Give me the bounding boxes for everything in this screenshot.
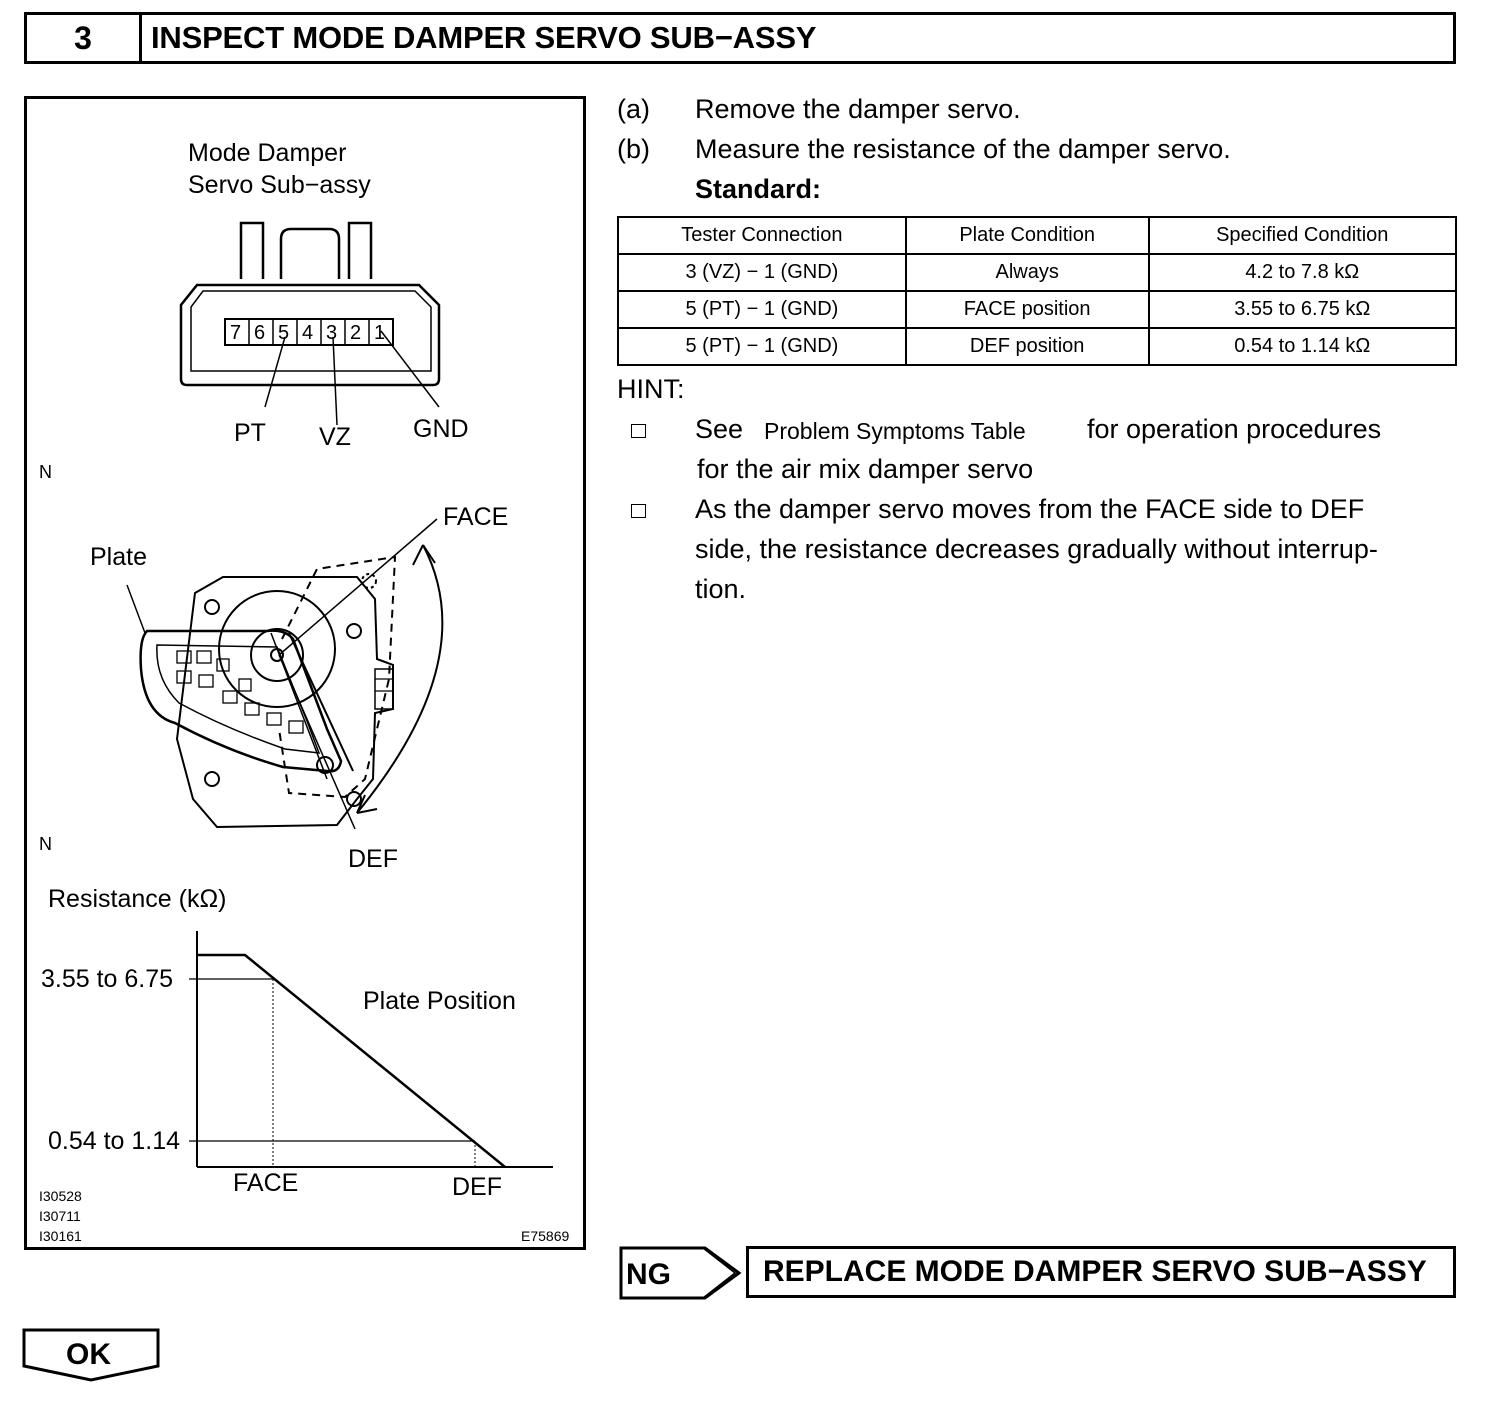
table-cell: 4.2 to 7.8 kΩ	[1147, 253, 1458, 292]
ref-code: I30161	[39, 1228, 82, 1244]
def-label: DEF	[348, 845, 398, 873]
hint-item2-line3: tion.	[695, 574, 747, 604]
graph-x-def: DEF	[452, 1173, 502, 1201]
plate-label: Plate	[90, 543, 147, 571]
table-row: 5 (PT) − 1 (GND) FACE position 3.55 to 6…	[617, 290, 1458, 329]
ng-action-box: REPLACE MODE DAMPER SERVO SUB−ASSY	[746, 1246, 1456, 1298]
pin-label-gnd: GND	[413, 415, 469, 443]
column-header: Tester Connection	[617, 216, 907, 255]
hint-item1-rest: for operation procedures	[1087, 414, 1382, 444]
graph-y-title: Resistance (kΩ)	[48, 885, 227, 913]
column-header: Specified Condition	[1147, 216, 1458, 255]
pin-label-pt: PT	[234, 419, 266, 447]
step-a-text: Remove the damper servo.	[695, 94, 1021, 124]
table-cell: Always	[904, 253, 1150, 292]
hint-item1-see: See	[695, 414, 744, 444]
table-header-row: Tester Connection Plate Condition Specif…	[617, 216, 1458, 255]
pin-label-vz: VZ	[319, 423, 351, 451]
hint-item2-line2: side, the resistance decreases gradually…	[695, 534, 1378, 564]
table-cell: FACE position	[904, 290, 1150, 329]
hint-label: HINT:	[617, 374, 685, 404]
view-marker-2: N	[39, 834, 52, 854]
column-header: Plate Condition	[904, 216, 1150, 255]
bullet-box-icon	[631, 504, 646, 518]
table-cell: 3.55 to 6.75 kΩ	[1147, 290, 1458, 329]
spec-table: Tester Connection Plate Condition Specif…	[617, 216, 1458, 366]
hint-item2-line1: As the damper servo moves from the FACE …	[695, 494, 1365, 524]
face-label: FACE	[443, 503, 509, 531]
resistance-graph	[189, 931, 553, 1168]
pin-1: 1	[374, 322, 386, 344]
connector-illustration	[179, 221, 441, 426]
graph-curve-label: Plate Position	[363, 987, 516, 1015]
table-cell: 0.54 to 1.14 kΩ	[1147, 327, 1458, 366]
hint-item1-line2: for the air mix damper servo	[697, 454, 1034, 484]
step-a-marker: (a)	[617, 94, 650, 124]
standard-label: Standard:	[695, 174, 822, 204]
table-cell: 3 (VZ) − 1 (GND)	[617, 253, 907, 292]
step-header: 3 INSPECT MODE DAMPER SERVO SUB−ASSY	[24, 12, 1456, 64]
pin-7: 7	[230, 322, 242, 344]
figure-panel: Mode Damper Servo Sub−assy	[24, 96, 586, 1250]
table-cell: DEF position	[904, 327, 1150, 366]
table-row: 5 (PT) − 1 (GND) DEF position 0.54 to 1.…	[617, 327, 1458, 366]
step-number: 3	[27, 15, 142, 61]
figure-code: E75869	[521, 1228, 570, 1244]
pin-5: 5	[278, 322, 290, 344]
component-label-line2: Servo Sub−assy	[188, 171, 371, 199]
ng-arrow-icon	[619, 1246, 742, 1300]
ref-code: I30528	[39, 1188, 82, 1204]
pin-6: 6	[254, 322, 266, 344]
component-label-line1: Mode Damper	[188, 139, 347, 167]
ng-label: NG	[626, 1258, 671, 1291]
table-cell: 5 (PT) − 1 (GND)	[617, 327, 907, 366]
graph-x-face: FACE	[233, 1169, 299, 1197]
step-b-text: Measure the resistance of the damper ser…	[695, 134, 1231, 164]
graph-y-low: 0.54 to 1.14	[48, 1127, 181, 1155]
pin-3: 3	[326, 322, 338, 344]
pin-4: 4	[302, 322, 314, 344]
ref-code: I30711	[39, 1208, 81, 1224]
ok-label: OK	[66, 1338, 111, 1371]
problem-symptoms-link[interactable]: Problem Symptoms Table	[764, 418, 1026, 444]
bullet-box-icon	[631, 424, 646, 438]
step-title: INSPECT MODE DAMPER SERVO SUB−ASSY	[151, 20, 817, 55]
servo-plate-illustration	[126, 518, 444, 830]
table-row: 3 (VZ) − 1 (GND) Always 4.2 to 7.8 kΩ	[617, 253, 1458, 292]
graph-y-high: 3.55 to 6.75	[41, 965, 174, 993]
view-marker-1: N	[39, 462, 52, 482]
step-b-marker: (b)	[617, 134, 650, 164]
pin-2: 2	[350, 322, 362, 344]
table-cell: 5 (PT) − 1 (GND)	[617, 290, 907, 329]
ok-arrow-icon	[22, 1328, 160, 1382]
